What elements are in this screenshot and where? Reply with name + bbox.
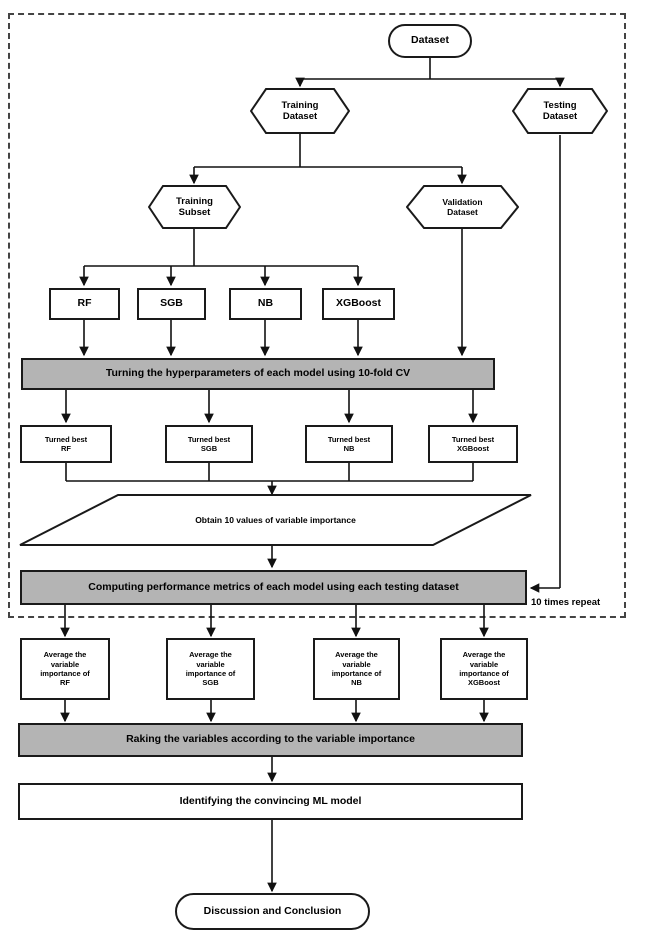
node-label: Training Subset — [176, 195, 213, 218]
node-label: Obtain 10 values of variable importance — [195, 514, 356, 525]
node-testing-dataset[interactable]: Testing Dataset — [511, 88, 609, 134]
node-label: Training Dataset — [281, 99, 319, 122]
node-average-xgboost[interactable]: Average the variable importance of XGBoo… — [440, 638, 528, 700]
node-ranking-bar[interactable]: Raking the variables according to the va… — [18, 723, 523, 757]
node-turned-best-sgb[interactable]: Turned best SGB — [165, 425, 253, 463]
repeat-caption: 10 times repeat — [531, 597, 601, 608]
node-tuning-bar[interactable]: Turning the hyperparameters of each mode… — [21, 358, 495, 390]
node-validation-dataset[interactable]: Validation Dataset — [405, 185, 520, 229]
node-discussion-conclusion[interactable]: Discussion and Conclusion — [175, 893, 370, 930]
node-turned-best-xgboost[interactable]: Turned best XGBoost — [428, 425, 518, 463]
node-model-nb[interactable]: NB — [229, 288, 302, 320]
hexagon-shape — [511, 88, 609, 134]
node-model-rf[interactable]: RF — [49, 288, 120, 320]
hexagon-shape — [249, 88, 351, 134]
node-computing-metrics[interactable]: Computing performance metrics of each mo… — [20, 570, 527, 605]
node-label: Testing Dataset — [542, 99, 578, 122]
parallelogram-shape — [19, 494, 532, 546]
node-average-sgb[interactable]: Average the variable importance of SGB — [166, 638, 255, 700]
node-label: Validation Dataset — [442, 196, 483, 217]
node-model-xgboost[interactable]: XGBoost — [322, 288, 395, 320]
node-training-subset[interactable]: Training Subset — [147, 185, 242, 229]
hexagon-shape — [147, 185, 242, 229]
node-identifying-model[interactable]: Identifying the convincing ML model — [18, 783, 523, 820]
node-turned-best-nb[interactable]: Turned best NB — [305, 425, 393, 463]
hexagon-shape — [405, 185, 520, 229]
repeat-loop-frame — [8, 13, 626, 618]
node-average-nb[interactable]: Average the variable importance of NB — [313, 638, 400, 700]
node-average-rf[interactable]: Average the variable importance of RF — [20, 638, 110, 700]
node-model-sgb[interactable]: SGB — [137, 288, 206, 320]
node-obtain-importance[interactable]: Obtain 10 values of variable importance — [18, 493, 533, 547]
node-turned-best-rf[interactable]: Turned best RF — [20, 425, 112, 463]
node-dataset[interactable]: Dataset — [388, 24, 472, 58]
node-training-dataset[interactable]: Training Dataset — [249, 88, 351, 134]
